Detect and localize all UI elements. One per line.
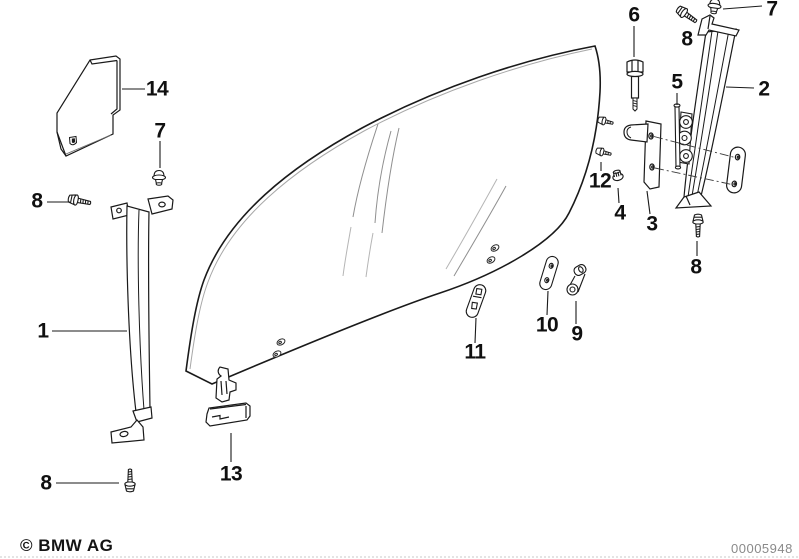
part-label-4: 4 (614, 201, 626, 225)
glass-outline (185, 45, 602, 385)
part-8-screw-left (66, 192, 93, 209)
part-9-roller-bracket (566, 264, 587, 296)
oval-spacer-plate (726, 146, 746, 194)
copyright-text: © BMW AG (20, 536, 114, 555)
part-5-roller-carrier (673, 103, 693, 170)
part-label-13: 13 (219, 462, 243, 486)
part-8-screw-right (692, 213, 704, 238)
part-7-clip-left (151, 169, 167, 186)
part-12-screw-lower (594, 146, 613, 159)
alignment-lines (653, 136, 736, 185)
part-label-6: 6 (628, 3, 640, 27)
part-label-11: 11 (464, 340, 486, 364)
glass-inner-edge (189, 48, 593, 370)
part-label-8-right: 8 (690, 255, 702, 279)
part-label-8-top: 8 (681, 27, 693, 51)
part-label-7-left: 7 (154, 119, 166, 143)
glass-bottom-hook (215, 366, 237, 403)
part-7-clip-right (706, 0, 723, 16)
glass-reflection-lines (342, 123, 507, 278)
part-8-screw-top (674, 3, 700, 27)
part-label-9: 9 (571, 322, 583, 346)
part-3-bracket (623, 120, 662, 190)
part-label-12: 12 (588, 169, 612, 193)
part-label-8-left: 8 (31, 189, 43, 213)
part-6-bolt (626, 59, 644, 112)
callout-leader-lines (47, 5, 763, 484)
part-12-screw-upper (596, 115, 615, 128)
part-label-10: 10 (535, 313, 559, 337)
part-label-2: 2 (758, 77, 770, 101)
part-13-stop-bracket (205, 402, 251, 427)
part-1-guide-rail (110, 195, 174, 444)
part-2-guide-rail (674, 14, 740, 209)
door-window-glass (185, 45, 602, 385)
part-label-5: 5 (671, 70, 683, 94)
drawing-number: 00005948 (731, 541, 793, 556)
part-10-spacer-plate (539, 255, 559, 291)
part-label-7-right: 7 (766, 0, 778, 21)
part-8-screw-bottom (124, 468, 136, 493)
part-label-14: 14 (145, 77, 169, 101)
part-label-8-bottom: 8 (40, 471, 52, 495)
part-4-nut (612, 169, 624, 182)
part-label-3: 3 (646, 212, 658, 236)
part-14-cover-panel (56, 55, 121, 157)
part-11-clip (465, 284, 487, 318)
glass-mounting-holes (272, 244, 500, 358)
part-label-1: 1 (37, 319, 49, 343)
